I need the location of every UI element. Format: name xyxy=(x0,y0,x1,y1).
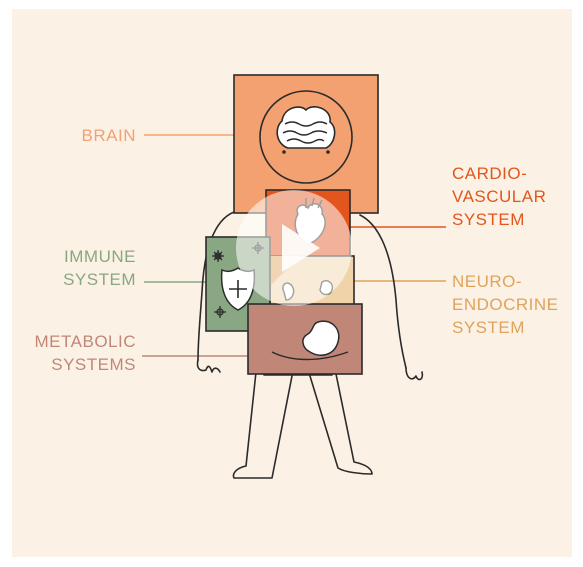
neuro-label: NEURO- ENDOCRINE SYSTEM xyxy=(452,270,559,339)
metabolic-label-line-1: METABOLIC xyxy=(18,330,136,353)
metabolic-label-line-2: SYSTEMS xyxy=(18,353,136,376)
cardio-label-line-2: VASCULAR xyxy=(452,185,546,208)
play-icon xyxy=(236,190,352,306)
immune-label: IMMUNE SYSTEM xyxy=(30,245,136,291)
immune-label-line-1: IMMUNE xyxy=(30,245,136,268)
brain-label-line: BRAIN xyxy=(40,124,136,147)
cardio-label: CARDIO- VASCULAR SYSTEM xyxy=(452,162,546,231)
cardio-label-line-3: SYSTEM xyxy=(452,208,546,231)
neuro-label-line-1: NEURO- xyxy=(452,270,559,293)
play-button[interactable] xyxy=(236,190,352,306)
neuro-label-line-2: ENDOCRINE xyxy=(452,293,559,316)
metabolic-label: METABOLIC SYSTEMS xyxy=(18,330,136,376)
neuro-label-line-3: SYSTEM xyxy=(452,316,559,339)
brain-label: BRAIN xyxy=(40,124,136,147)
cardio-label-line-1: CARDIO- xyxy=(452,162,546,185)
immune-label-line-2: SYSTEM xyxy=(30,268,136,291)
